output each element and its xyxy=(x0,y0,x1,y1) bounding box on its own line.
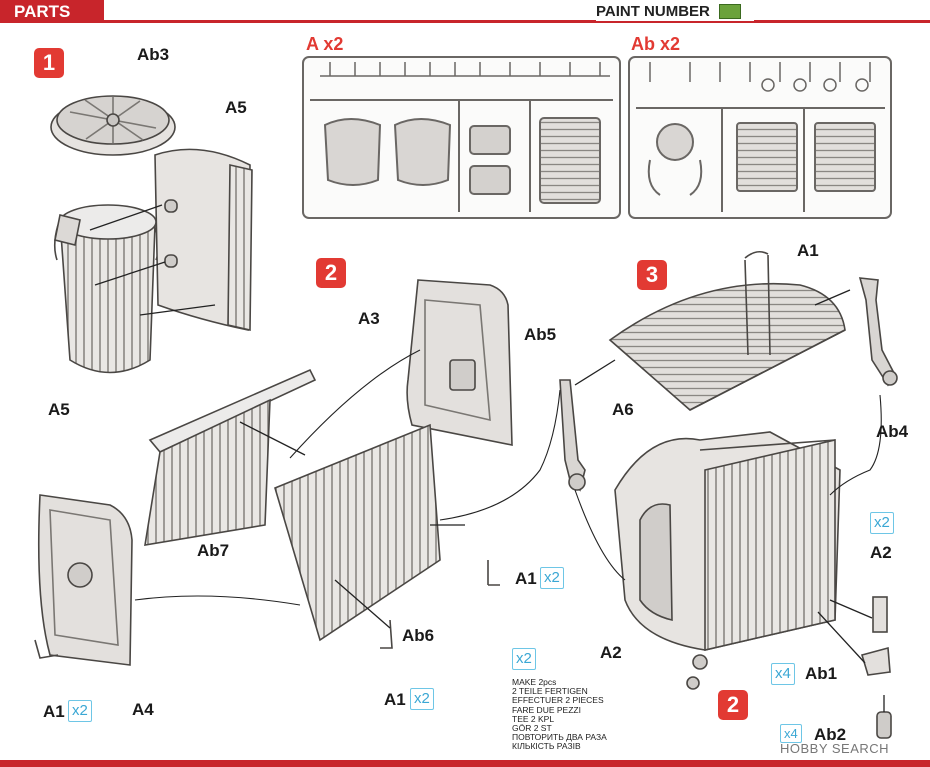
qty-x4-ab1: x4 xyxy=(771,663,795,685)
paint-number-label: PAINT NUMBER xyxy=(596,1,754,21)
watermark: HOBBY SEARCH xyxy=(780,741,890,756)
step-3-badge: 3 xyxy=(637,260,667,290)
make-note-sv: GÖR 2 ST xyxy=(512,723,552,734)
make-note-fr: EFFECTUER 2 PIECES xyxy=(512,695,604,706)
paint-swatch xyxy=(719,4,741,19)
label-ab3: Ab3 xyxy=(137,45,170,64)
label-a1-top: A1 xyxy=(797,241,819,260)
sprue-a xyxy=(302,56,621,219)
label-a2-right: A2 xyxy=(870,543,892,562)
sprue-ab-title: Ab x2 xyxy=(631,34,681,54)
label-a1-left: A1 xyxy=(43,702,65,721)
header-bar: PARTS PAINT NUMBER xyxy=(0,0,930,24)
label-ab2: Ab2 xyxy=(814,725,847,744)
step-2-badge: 2 xyxy=(316,258,346,288)
sprue-ab xyxy=(628,56,892,219)
make-note-fi: TEE 2 KPL xyxy=(512,713,555,724)
label-a5-top: A5 xyxy=(225,98,247,117)
section-title: PARTS xyxy=(0,0,104,23)
label-a3: A3 xyxy=(358,309,380,328)
label-ab6: Ab6 xyxy=(402,626,435,645)
sprue-a-title: A x2 xyxy=(306,34,344,54)
subassembly-2-badge: 2 xyxy=(718,690,748,720)
step2-drawing xyxy=(34,279,586,666)
qty-x2-a1-right: x2 xyxy=(540,567,564,589)
footer-rule xyxy=(0,760,930,767)
label-a6: A6 xyxy=(612,400,634,419)
label-a2-left: A2 xyxy=(600,643,622,662)
qty-x2-a2: x2 xyxy=(870,512,894,534)
step3-drawing xyxy=(574,250,898,739)
step-1-badge: 1 xyxy=(34,48,64,78)
make-note-de: 2 TEILE FERTIGEN xyxy=(512,686,588,697)
qty-x2-a1-bottom: x2 xyxy=(410,688,434,710)
label-ab1: Ab1 xyxy=(805,664,838,683)
label-ab4: Ab4 xyxy=(876,422,909,441)
header-rule xyxy=(0,20,930,23)
make-note-it: FARE DUE PEZZI xyxy=(512,704,581,715)
label-ab7: Ab7 xyxy=(197,541,230,560)
qty-x4-ab2: x4 xyxy=(780,724,802,743)
step1-drawing xyxy=(50,95,253,374)
label-a1-right: A1 xyxy=(515,569,537,588)
make-note-ru: ПОВТОРИТЬ ДВА РАЗА xyxy=(512,732,607,743)
qty-x2-a1-left: x2 xyxy=(68,700,92,722)
make-note-en: MAKE 2pcs xyxy=(512,677,557,687)
label-a5-bottom: A5 xyxy=(48,400,70,419)
label-a1-bottom: A1 xyxy=(384,690,406,709)
label-a4: A4 xyxy=(132,700,154,719)
label-ab5: Ab5 xyxy=(524,325,557,344)
qty-x2-make: x2 xyxy=(512,648,536,670)
make-note-uk: КІЛЬКІСТЬ РАЗІВ xyxy=(512,741,581,752)
make-notes: MAKE 2pcs 2 TEILE FERTIGEN EFFECTUER 2 P… xyxy=(512,677,607,752)
